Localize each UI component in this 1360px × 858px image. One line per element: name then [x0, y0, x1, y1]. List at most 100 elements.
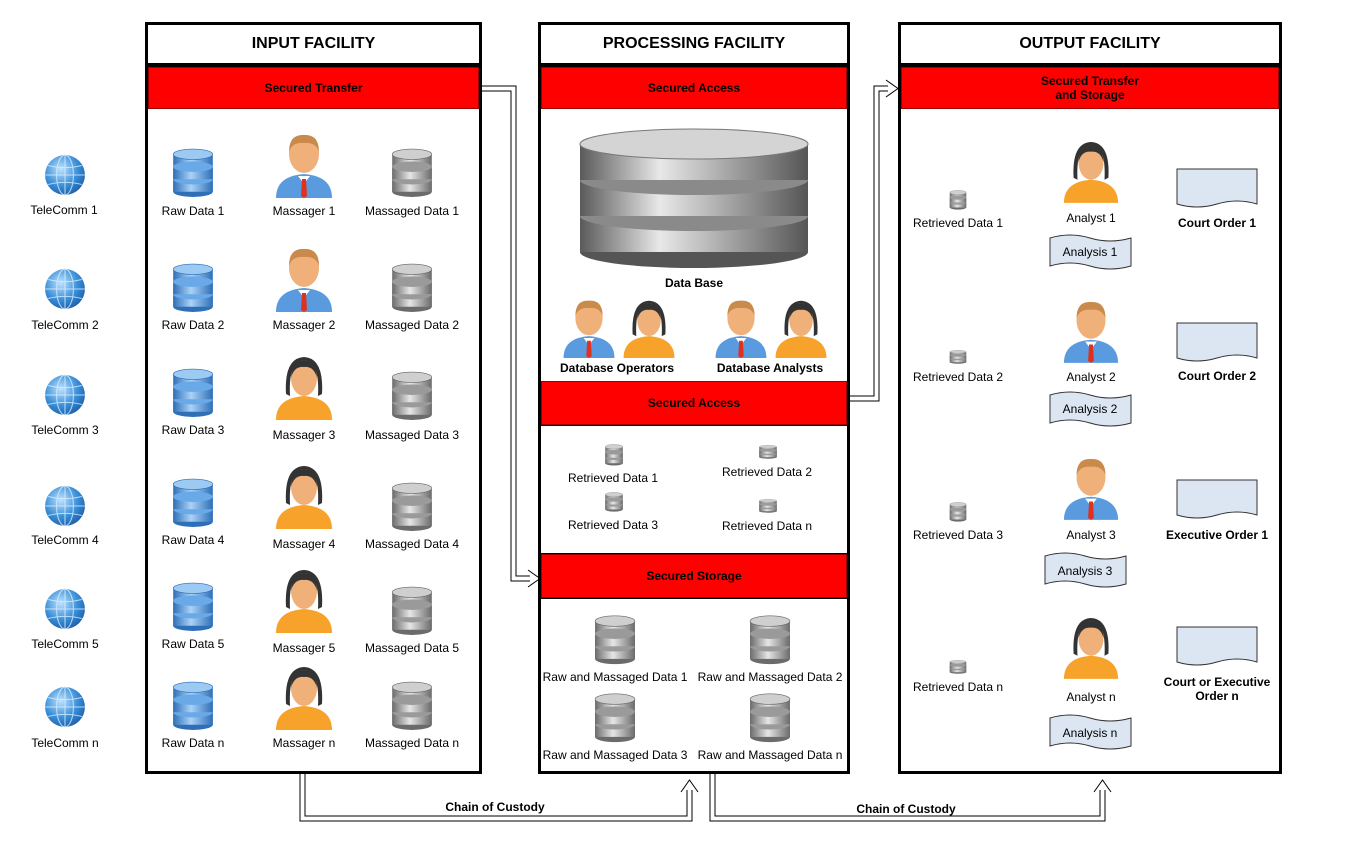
person-icon — [1062, 455, 1120, 521]
gray-database-icon — [597, 492, 631, 512]
retrieved-data-label: Retrieved Data n — [721, 519, 813, 533]
processing-facility-title: PROCESSING FACILITY — [538, 22, 850, 66]
gray-database-icon — [391, 586, 433, 636]
document-icon — [1049, 714, 1132, 750]
document-icon — [1044, 552, 1127, 588]
massaged-data-label: Massaged Data n — [364, 736, 460, 750]
document-icon — [1176, 168, 1258, 208]
order-label: Court or Executive Order n — [1163, 675, 1271, 703]
raw-data-label: Raw Data 3 — [161, 423, 225, 437]
connector-input-to-storage — [481, 85, 541, 588]
blue-database-icon — [172, 263, 214, 313]
globe-icon — [44, 374, 86, 416]
raw-data-label: Raw Data n — [161, 736, 225, 750]
gray-database-icon — [749, 614, 791, 666]
gray-database-icon — [942, 660, 974, 674]
gray-database-icon — [391, 371, 433, 421]
raw-data-label: Raw Data 2 — [161, 318, 225, 332]
person-icon — [274, 354, 334, 420]
massaged-data-label: Massaged Data 2 — [364, 318, 460, 332]
gray-database-icon — [597, 444, 631, 466]
massaged-data-label: Massaged Data 3 — [364, 428, 460, 442]
massager-label: Massager 5 — [272, 641, 336, 655]
divider — [541, 553, 847, 554]
telecomm-label: TeleComm 2 — [31, 318, 99, 332]
chain-of-custody-right-label: Chain of Custody — [856, 802, 956, 816]
database-icon — [579, 128, 809, 268]
stored-data-label: Raw and Massaged Data 1 — [542, 670, 688, 684]
gray-database-icon — [751, 499, 785, 513]
database-label: Data Base — [664, 276, 724, 290]
person-icon — [274, 567, 334, 633]
output-secured-transfer-bar: Secured Transfer and Storage — [901, 67, 1279, 109]
analyst-label: Analyst n — [1066, 690, 1116, 704]
connector-processing-to-output — [849, 79, 899, 402]
gray-database-icon — [942, 190, 974, 210]
raw-data-label: Raw Data 4 — [161, 533, 225, 547]
blue-database-icon — [172, 478, 214, 528]
analysis-label: Analysis 2 — [1062, 402, 1118, 416]
analyst-label: Analyst 2 — [1066, 370, 1116, 384]
database-analysts-label: Database Analysts — [716, 361, 824, 375]
retrieved-data-label: Retrieved Data 1 — [567, 471, 659, 485]
chain-of-custody-left-label: Chain of Custody — [445, 800, 545, 814]
processing-secured-storage-bar: Secured Storage — [541, 554, 847, 598]
telecomm-label: TeleComm 5 — [31, 637, 99, 651]
analysis-label: Analysis 3 — [1057, 564, 1113, 578]
gray-database-icon — [391, 148, 433, 198]
output-facility-title: OUTPUT FACILITY — [898, 22, 1282, 66]
gray-database-icon — [749, 692, 791, 744]
retrieved-data-label: Retrieved Data 3 — [912, 528, 1004, 542]
globe-icon — [44, 686, 86, 728]
globe-icon — [44, 268, 86, 310]
retrieved-data-label: Retrieved Data 1 — [912, 216, 1004, 230]
analysis-label: Analysis 1 — [1062, 245, 1118, 259]
retrieved-data-label: Retrieved Data 3 — [567, 518, 659, 532]
person-icon — [274, 463, 334, 529]
analysis-label: Analysis n — [1062, 726, 1118, 740]
processing-secured-access-bar-2: Secured Access — [541, 381, 847, 425]
massager-label: Massager 4 — [272, 537, 336, 551]
chain-of-custody-left-arrow — [299, 773, 699, 822]
massaged-data-label: Massaged Data 5 — [364, 641, 460, 655]
document-icon — [1049, 234, 1132, 270]
input-facility-title: INPUT FACILITY — [145, 22, 482, 66]
order-label: Court Order 1 — [1177, 216, 1257, 230]
person-icon — [712, 298, 770, 358]
divider — [541, 425, 847, 426]
input-secured-transfer-bar: Secured Transfer — [148, 67, 479, 109]
retrieved-data-label: Retrieved Data 2 — [912, 370, 1004, 384]
order-label: Executive Order 1 — [1165, 528, 1269, 542]
stored-data-label: Raw and Massaged Data 3 — [542, 748, 688, 762]
person-icon — [772, 298, 830, 358]
processing-secured-access-bar: Secured Access — [541, 67, 847, 109]
order-label: Court Order 2 — [1177, 369, 1257, 383]
retrieved-data-label: Retrieved Data 2 — [721, 465, 813, 479]
telecomm-label: TeleComm 1 — [30, 203, 98, 217]
gray-database-icon — [942, 502, 974, 522]
stored-data-label: Raw and Massaged Data n — [697, 748, 843, 762]
gray-database-icon — [751, 445, 785, 459]
person-icon — [560, 298, 618, 358]
massager-label: Massager 1 — [272, 204, 336, 218]
blue-database-icon — [172, 582, 214, 632]
massaged-data-label: Massaged Data 4 — [364, 537, 460, 551]
gray-database-icon — [391, 681, 433, 731]
telecomm-label: TeleComm 3 — [31, 423, 99, 437]
globe-icon — [44, 154, 86, 196]
raw-data-label: Raw Data 1 — [161, 204, 225, 218]
gray-database-icon — [391, 482, 433, 532]
person-icon — [274, 664, 334, 730]
gray-database-icon — [594, 692, 636, 744]
gray-database-icon — [942, 350, 974, 364]
massager-label: Massager 2 — [272, 318, 336, 332]
blue-database-icon — [172, 148, 214, 198]
person-icon — [1062, 614, 1120, 680]
person-icon — [1062, 298, 1120, 364]
database-operators-label: Database Operators — [559, 361, 675, 375]
blue-database-icon — [172, 368, 214, 418]
gray-database-icon — [391, 263, 433, 313]
person-icon — [620, 298, 678, 358]
massager-label: Massager n — [272, 736, 336, 750]
